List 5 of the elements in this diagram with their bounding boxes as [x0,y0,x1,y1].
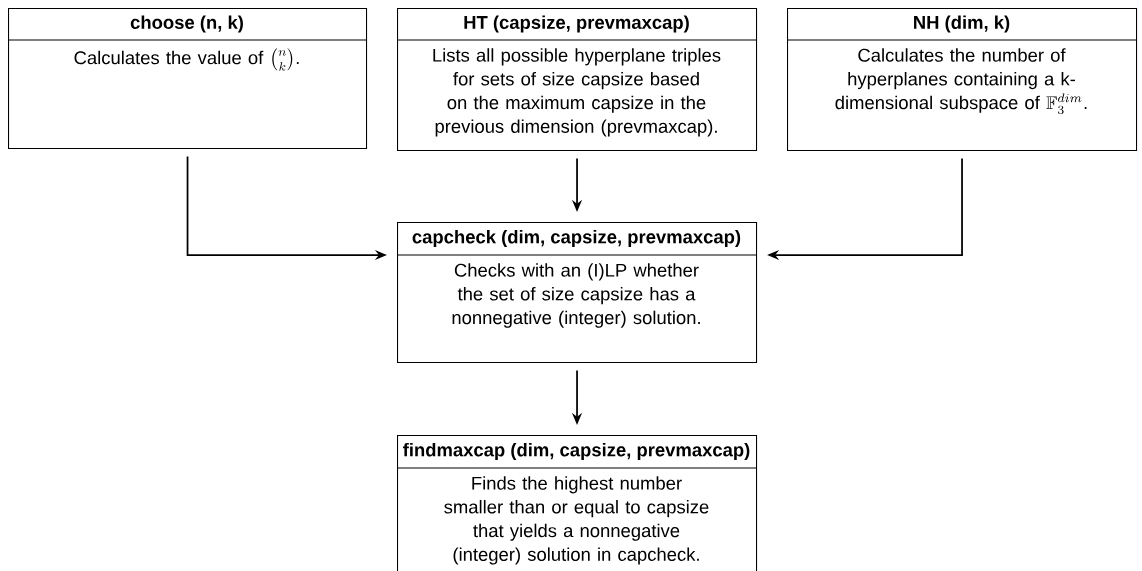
function-box: NH (dim, k) Calculates the number of hyperplanes containing a k-dimensional subspace of $\mathbb{F}_3^{dim}.$ [786,8,1138,152]
function-box: choose (n, k) Calculates the value of $\binom{n}{k}.$ [7,8,368,150]
function-box: HT (capsize, prevmaxcap) Lists all possible hyperplane triples for sets of size capsize based on the maximum capsize in the previous dimension (prevmaxcap). [396,8,758,152]
function-box: findmaxcap (dim, capsize, prevmaxcap) Finds the highest number smaller than or equal to capsize that yields a nonnegative (integer) solution in capcheck. [396,435,758,571]
function-box: capcheck (dim, capsize, prevmaxcap) Checks with an (I)LP whether the set of size capsize has a nonnegative (integer) solution. [396,222,758,364]
